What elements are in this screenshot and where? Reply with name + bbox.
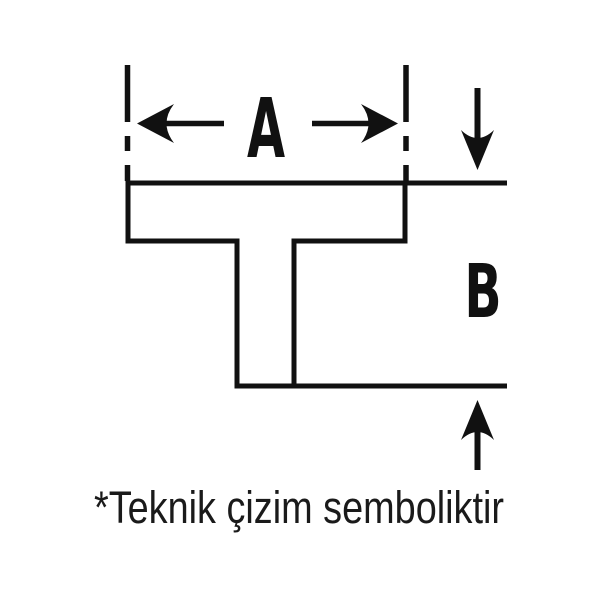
dimension-label-b: B	[464, 249, 501, 335]
dim-arrow-down-icon	[461, 88, 494, 170]
dim-arrow-right-head	[361, 104, 398, 143]
dim-arrow-up-icon	[461, 400, 494, 470]
dim-arrow-up-head	[461, 400, 494, 440]
dim-arrow-left-head	[137, 104, 174, 143]
dim-arrow-down-head	[461, 130, 494, 170]
footnote: *Teknik çizim semboliktir	[94, 482, 504, 533]
dim-arrow-right-icon	[312, 104, 398, 143]
t-profile-outline-right	[291, 183, 408, 386]
dim-arrow-left-icon	[137, 104, 224, 143]
t-profile-outline-left	[125, 180, 507, 389]
dimension-label-a: A	[247, 81, 285, 177]
